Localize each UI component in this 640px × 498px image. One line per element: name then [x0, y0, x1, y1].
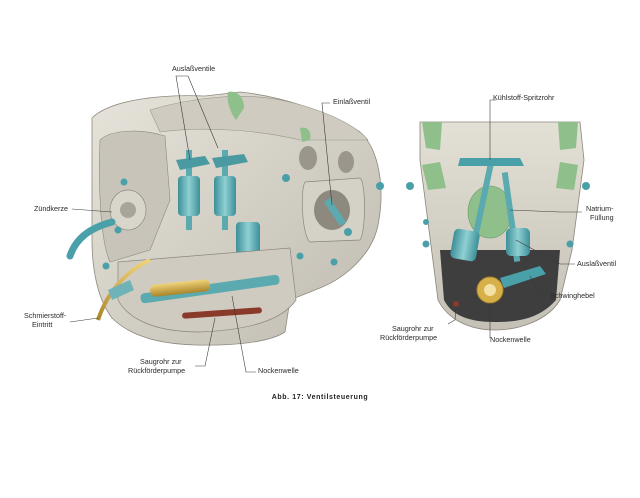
leader-line — [175, 75, 191, 161]
camshaft — [140, 274, 280, 304]
bolt — [422, 240, 430, 248]
label-nockenwelle-left: Nockenwelle — [258, 366, 299, 375]
leader-line — [509, 209, 582, 213]
valve-spring — [450, 228, 480, 262]
oil-inlet-fitting — [108, 280, 134, 300]
valve-spring — [506, 228, 530, 256]
coolant-jacket — [558, 122, 578, 150]
valve-spring — [236, 222, 260, 254]
spark-plug-lead — [66, 218, 116, 260]
label-einlassventil: Einlaßventil — [333, 97, 371, 106]
leader-line — [71, 208, 113, 213]
label-schwinghebel: Schwinghebel — [550, 291, 595, 300]
coolant-pocket — [227, 91, 244, 120]
port-opening — [299, 146, 317, 170]
bolt — [582, 182, 590, 190]
label-auslassventil-right: Auslaßventil — [577, 259, 617, 268]
label-schmierstoff-line2: Eintritt — [32, 320, 53, 329]
label-natrium-line2: Füllung — [590, 213, 614, 222]
bolt — [102, 262, 110, 270]
valve-spring — [178, 176, 200, 216]
leader-line — [447, 305, 457, 325]
label-saugrohr-right-line2: Rückförderpumpe — [380, 333, 438, 342]
bolt — [406, 182, 414, 190]
bolt — [376, 182, 384, 190]
leader-line — [489, 99, 496, 160]
suction-pipe — [453, 301, 459, 307]
leader-line — [529, 275, 548, 297]
intake-valve-stem — [324, 198, 346, 226]
spark-plug-hole — [120, 202, 136, 218]
coolant-spray-tube — [458, 158, 524, 166]
coolant-jacket — [556, 162, 578, 190]
right-cross-section — [406, 121, 590, 331]
oil-inlet-pipe — [96, 258, 151, 321]
rocker-lever — [500, 266, 546, 288]
label-natrium-line1: Natrium- — [586, 204, 614, 213]
bolt — [423, 219, 429, 225]
figure-caption: Abb. 17: Ventilsteuerung — [271, 394, 369, 401]
leader-line — [195, 317, 216, 367]
label-zuendkerze: Zündkerze — [34, 204, 68, 213]
label-kuehlstoff-spritzrohr: Kühlstoff-Spritzrohr — [493, 93, 555, 102]
coolant-jacket — [422, 122, 442, 150]
leader-line — [515, 239, 575, 265]
camshaft-center — [484, 284, 496, 296]
leader-line — [231, 295, 256, 373]
leader-line — [187, 75, 219, 149]
bolt — [282, 174, 290, 182]
coolant-jacket — [422, 162, 446, 190]
label-auslassventile: Auslaßventile — [172, 64, 216, 73]
bolt — [296, 252, 304, 260]
left-cutaway-head — [66, 91, 384, 346]
oil-channel — [182, 307, 262, 319]
rocker-arm — [176, 156, 210, 170]
label-saugrohr-right-line1: Saugrohr zur — [392, 324, 434, 333]
leader-lines — [69, 75, 582, 373]
head-top-deck — [149, 96, 369, 141]
bolt — [344, 228, 352, 236]
label-nockenwelle-right: Nockenwelle — [490, 335, 531, 344]
label-saugrohr-left-line1: Saugrohr zur — [140, 357, 182, 366]
port-opening — [338, 151, 354, 173]
bolt — [566, 240, 574, 248]
coolant-pocket — [300, 127, 311, 142]
leader-line — [69, 317, 99, 323]
bolt — [120, 178, 128, 186]
valve-spring — [214, 176, 236, 216]
oil-tube-brass — [150, 279, 210, 297]
leader-line — [321, 102, 333, 206]
rocker-arm — [212, 154, 248, 168]
bolt — [114, 226, 122, 234]
label-schmierstoff-line1: Schmierstoff- — [24, 311, 67, 320]
label-saugrohr-left-line2: Rückförderpumpe — [128, 366, 186, 375]
bolt — [330, 258, 338, 266]
